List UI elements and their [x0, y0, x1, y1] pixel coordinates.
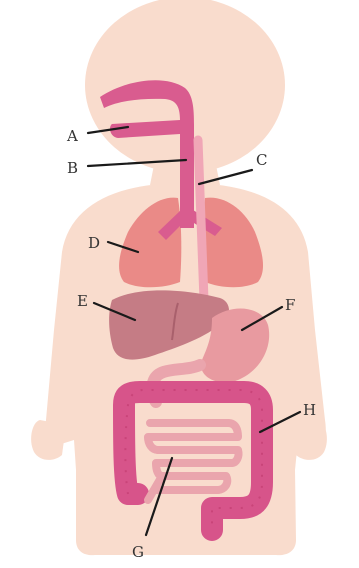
- label-g: G: [132, 543, 144, 561]
- label-h: H: [303, 401, 316, 419]
- label-e: E: [77, 292, 88, 310]
- label-a: A: [66, 127, 78, 145]
- label-c: C: [256, 151, 267, 169]
- label-d: D: [88, 234, 100, 252]
- label-b: B: [67, 159, 78, 177]
- label-f: F: [285, 296, 295, 314]
